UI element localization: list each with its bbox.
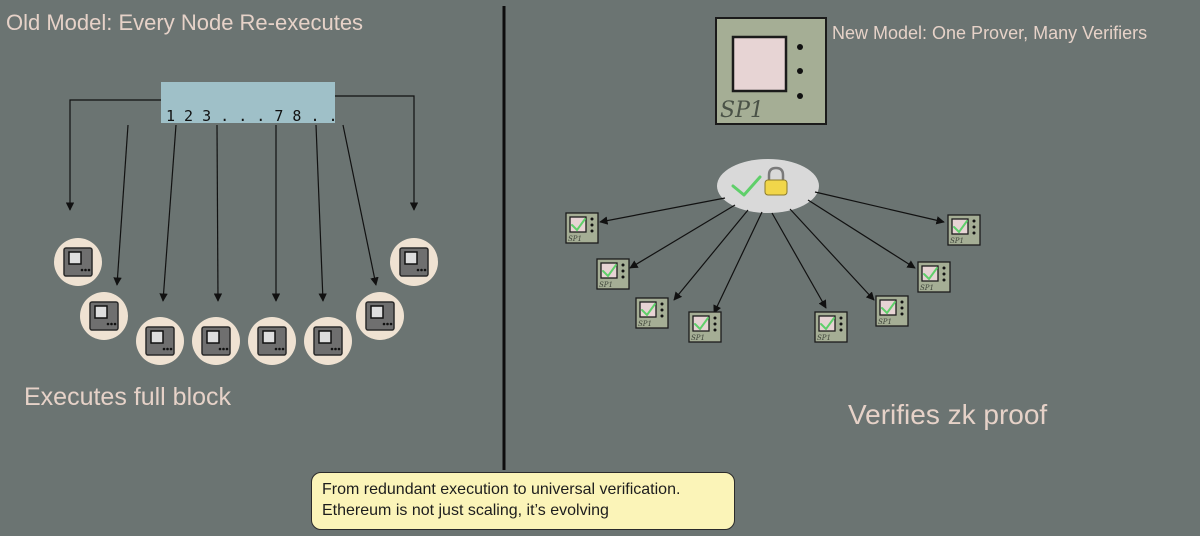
execution-arrow bbox=[159, 124, 177, 302]
execution-arrow bbox=[113, 124, 129, 286]
verifier-node: SP1 bbox=[814, 311, 848, 343]
block-rect: 1 2 3 . . . 7 8 . . bbox=[161, 82, 338, 125]
verifier-node: SP1 bbox=[565, 212, 599, 244]
new-model-caption: Verifies zk proof bbox=[848, 399, 1048, 430]
verification-arrows bbox=[599, 191, 945, 314]
verification-arrow bbox=[807, 199, 916, 269]
verifier-label: SP1 bbox=[638, 320, 652, 328]
old-model-title: Old Model: Every Node Re-executes bbox=[6, 10, 364, 35]
verification-arrow bbox=[771, 212, 827, 309]
verifier-node: SP1 bbox=[917, 261, 951, 293]
new-model-title: New Model: One Prover, Many Verifiers bbox=[832, 23, 1148, 43]
prover-dot bbox=[797, 93, 803, 99]
execution-arrow bbox=[315, 124, 327, 302]
prover-dot bbox=[797, 44, 803, 50]
verification-arrow bbox=[713, 211, 763, 314]
prover-label: SP1 bbox=[720, 98, 764, 123]
verification-arrow bbox=[629, 204, 736, 269]
full-node-icon bbox=[192, 317, 240, 365]
check-icon bbox=[731, 175, 762, 197]
full-node-icon bbox=[390, 238, 438, 286]
verifier-node: SP1 bbox=[596, 258, 630, 290]
verifier-label: SP1 bbox=[691, 334, 705, 342]
lock-icon bbox=[764, 166, 788, 196]
full-node-icon bbox=[54, 238, 102, 286]
verifier-node: SP1 bbox=[688, 311, 722, 343]
callout-line-1: From redundant execution to universal ve… bbox=[322, 481, 681, 498]
execution-arrow bbox=[335, 95, 419, 211]
verifier-node: SP1 bbox=[947, 214, 981, 246]
verification-arrow bbox=[599, 197, 726, 225]
verifier-label: SP1 bbox=[878, 318, 892, 326]
old-model-caption: Executes full block bbox=[24, 383, 232, 411]
verifier-label: SP1 bbox=[920, 284, 934, 292]
verifier-label: SP1 bbox=[817, 334, 831, 342]
full-node-icon bbox=[304, 317, 352, 365]
callout-line-2: Ethereum is not just scaling, it’s evolv… bbox=[322, 502, 609, 519]
prover-box: SP1 bbox=[715, 17, 827, 125]
execution-arrow bbox=[342, 124, 379, 286]
verification-arrow bbox=[673, 209, 749, 301]
verification-arrow bbox=[814, 191, 945, 225]
execution-arrow bbox=[213, 124, 223, 302]
verifier-node: SP1 bbox=[875, 295, 909, 327]
prover-dot bbox=[797, 68, 803, 74]
execution-arrows bbox=[65, 95, 419, 302]
execution-arrow bbox=[65, 99, 161, 211]
full-node-icon bbox=[248, 317, 296, 365]
verifier-label: SP1 bbox=[568, 235, 582, 243]
full-node-icon bbox=[136, 317, 184, 365]
verifier-label: SP1 bbox=[599, 281, 613, 289]
full-node-icon bbox=[80, 292, 128, 340]
verification-arrow bbox=[789, 208, 875, 301]
verifier-node: SP1 bbox=[635, 297, 669, 329]
proof-badge bbox=[717, 159, 819, 213]
full-nodes bbox=[54, 238, 438, 365]
full-node-icon bbox=[356, 292, 404, 340]
verifier-label: SP1 bbox=[950, 237, 964, 245]
summary-callout: From redundant execution to universal ve… bbox=[311, 472, 735, 530]
prover-screen bbox=[731, 35, 788, 93]
block-label: 1 2 3 . . . 7 8 . . bbox=[166, 107, 338, 125]
